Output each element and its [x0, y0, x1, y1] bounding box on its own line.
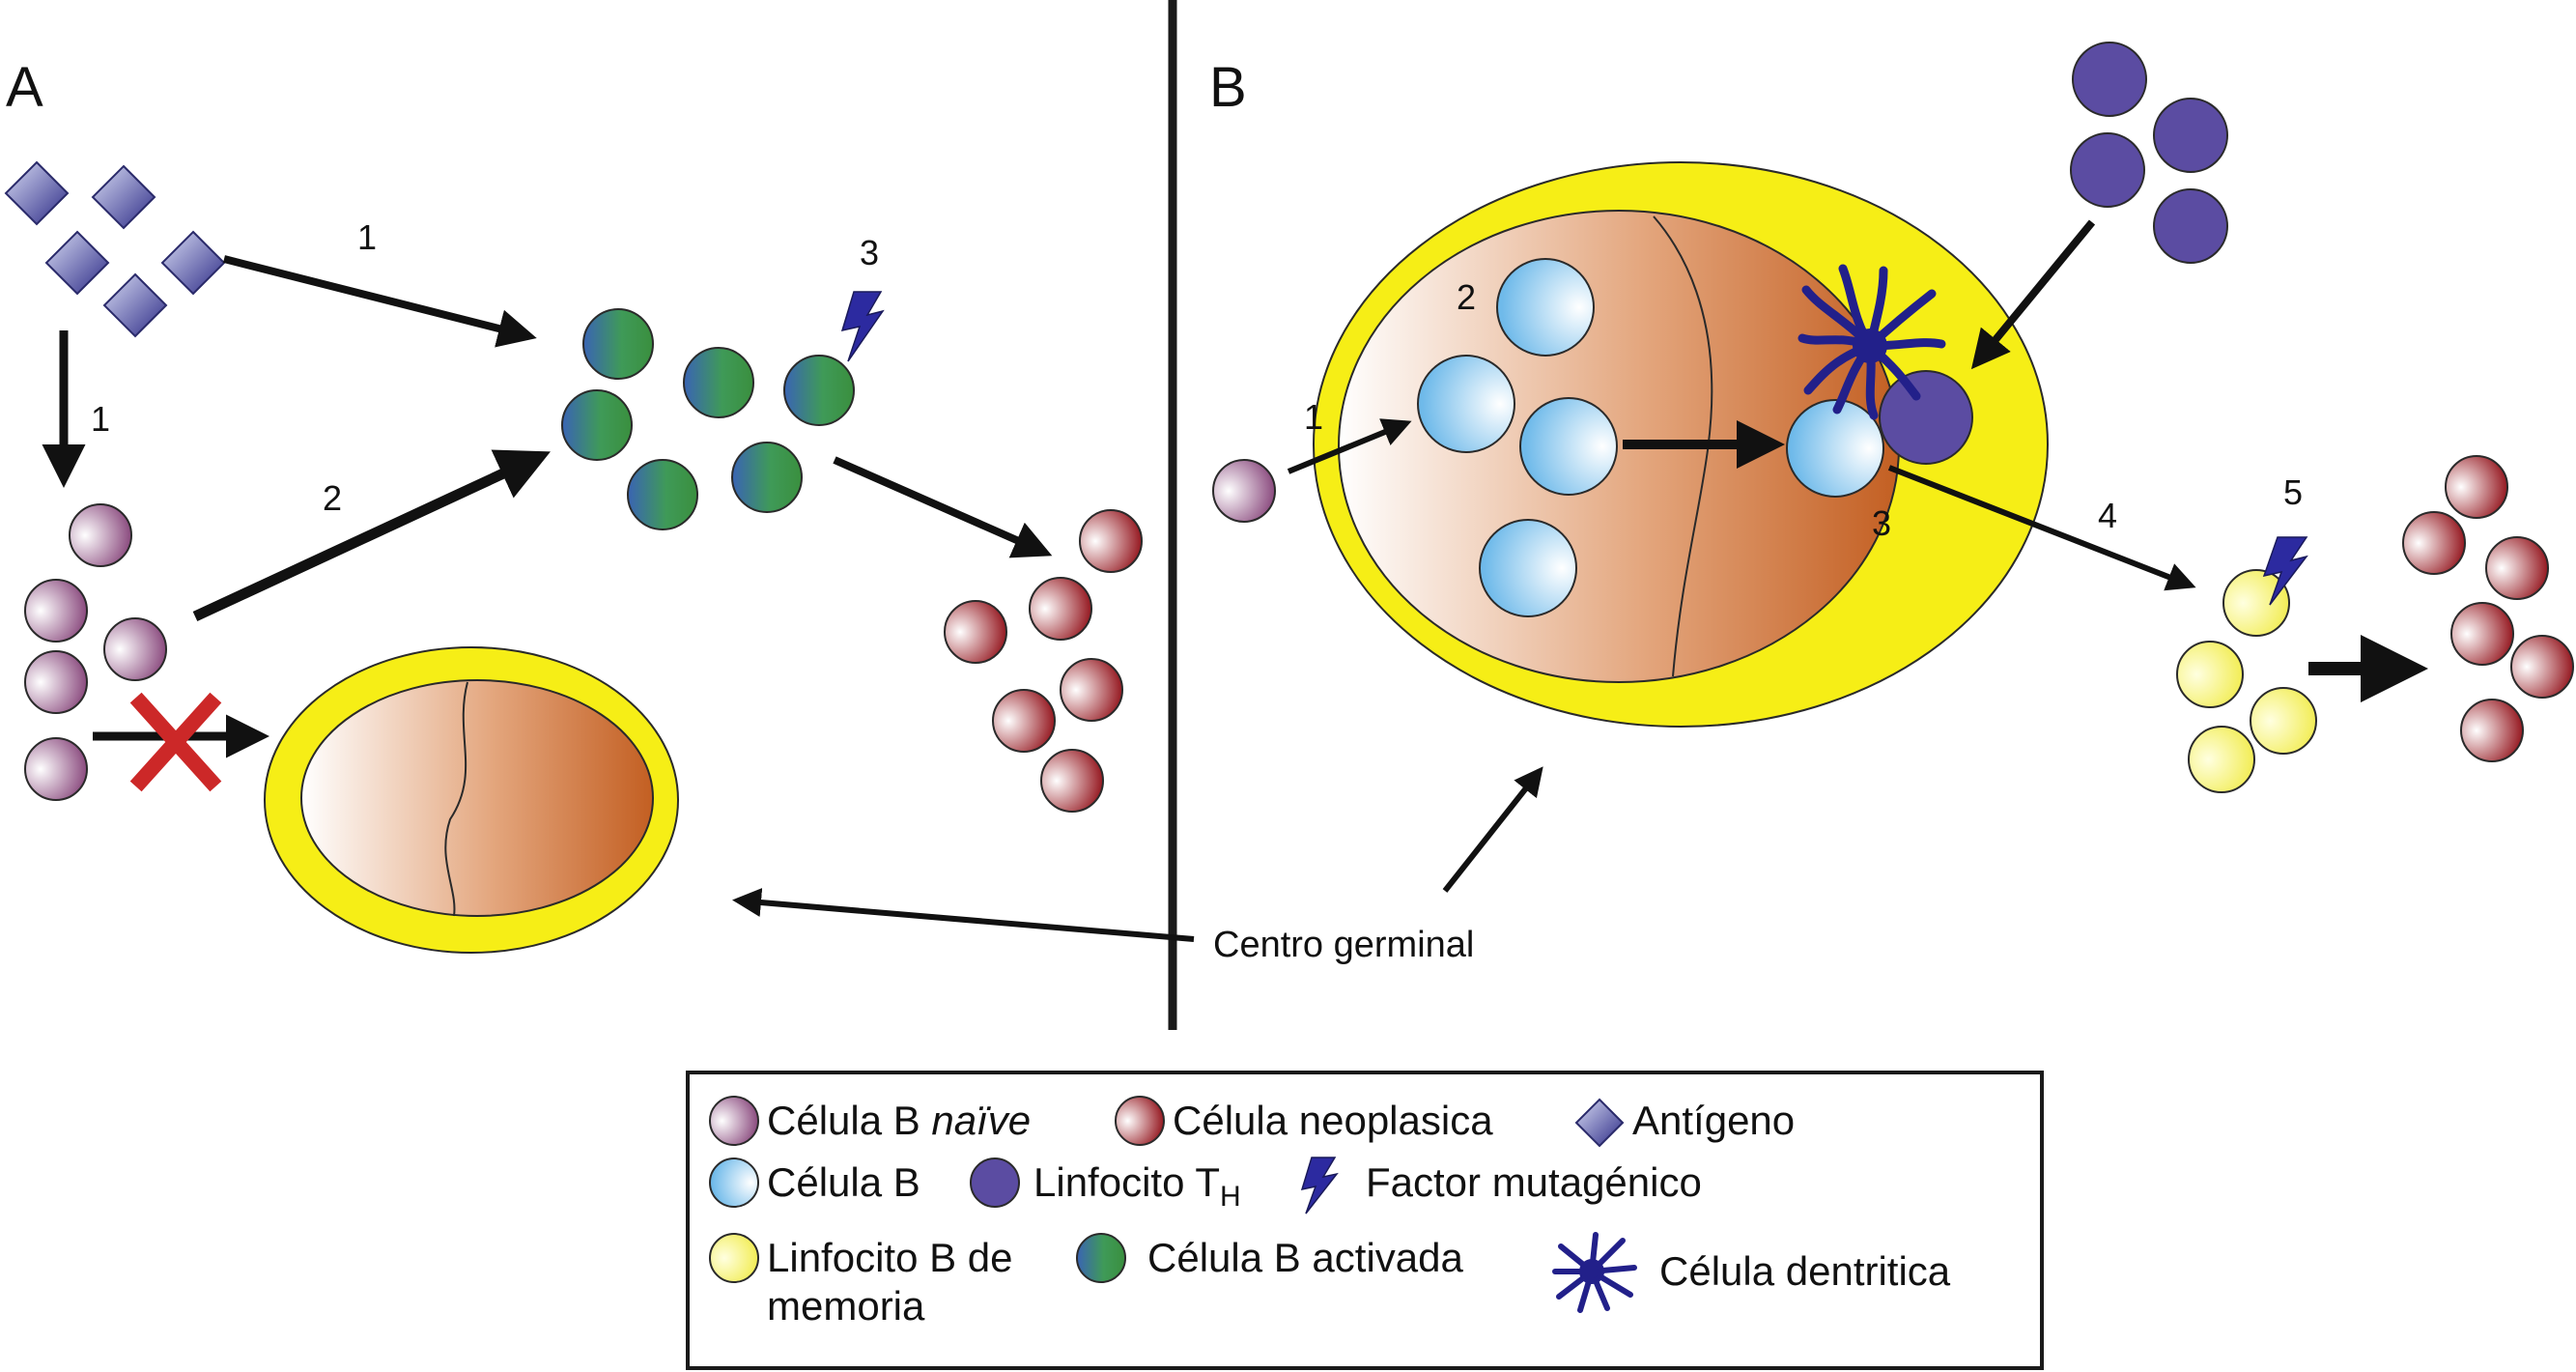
legend-box: [686, 1071, 2044, 1370]
neoplastic-cell: [2510, 635, 2574, 699]
step-label: 4: [2098, 496, 2117, 535]
panel-a-label: A: [6, 56, 43, 119]
naive-b-cell: [24, 650, 88, 714]
memory-b-cell: [2250, 687, 2317, 755]
b-cells-in-germinal-center: [1417, 258, 1884, 617]
naive-b-cell: [24, 737, 88, 801]
th-lymphocytes: [1879, 42, 2228, 465]
antigen-icon: [160, 230, 226, 296]
arrow-germinal-to-b: [1442, 766, 1543, 893]
germinal-center-a: [264, 646, 679, 954]
th-lymphocyte: [2153, 98, 2228, 173]
dendritic-cell-body: [1853, 329, 1887, 363]
arrow-a2: [192, 449, 551, 621]
legend-memory-icon: [709, 1233, 759, 1283]
naive-b-cell: [1212, 459, 1276, 523]
legend-activated-icon: [1076, 1233, 1126, 1283]
step-label: 5: [2283, 472, 2303, 512]
neoplastic-cells-a: [944, 509, 1143, 813]
arrow-b1: [1287, 418, 1412, 474]
neoplastic-cell: [1060, 658, 1123, 722]
legend-antigen-icon: [1574, 1098, 1625, 1148]
b-cell: [1496, 258, 1595, 357]
neoplastic-cell: [2460, 699, 2524, 762]
neoplastic-cell: [992, 689, 1056, 753]
activated-b-cells: [561, 308, 855, 530]
step-label: 1: [91, 399, 110, 439]
memory-b-cells: [2176, 569, 2317, 793]
legend: Célula B naïve Célula neoplasica Antígen…: [686, 1071, 2044, 1370]
b-cell: [1417, 355, 1515, 453]
step-label: 1: [357, 217, 377, 257]
legend-mutagenic-label: Factor mutagénico: [1366, 1159, 1702, 1205]
legend-mutagenic-icon: [1300, 1157, 1339, 1215]
arrow-b4: [1887, 465, 2196, 591]
legend-bcell-icon: [709, 1158, 759, 1208]
activated-b-cell: [783, 355, 855, 426]
arrow-th: [1970, 219, 2096, 370]
neoplastic-cells-b: [2402, 455, 2574, 762]
th-lymphocyte: [2070, 132, 2145, 208]
antigen-icon: [91, 164, 156, 230]
neoplastic-cell: [1029, 577, 1092, 641]
arrow-a1-top: [223, 255, 537, 348]
mutagenic-factor-icon: [840, 291, 885, 362]
antigen-icon: [102, 272, 168, 338]
panel-b-label: B: [1209, 56, 1247, 119]
neoplastic-cell: [2485, 536, 2549, 600]
mutagenic-factor-icon: [2262, 536, 2308, 606]
step-label: 2: [1457, 277, 1476, 317]
activated-b-cell: [561, 389, 633, 461]
activated-b-cell: [627, 459, 698, 530]
step-label: 1: [1304, 397, 1323, 437]
naive-b-cell: [103, 617, 167, 681]
legend-dendritic-label: Célula dentritica: [1659, 1248, 1951, 1294]
neoplastic-cell: [2445, 455, 2508, 519]
neoplastic-cell: [2450, 602, 2514, 666]
naive-b-cell: [69, 503, 132, 567]
legend-neoplastic-icon: [1115, 1096, 1165, 1146]
memory-b-cell: [2176, 641, 2244, 708]
legend-memory-label-1: Linfocito B de: [767, 1235, 1013, 1280]
neoplastic-cell: [2402, 511, 2466, 575]
step-label: 3: [860, 233, 879, 272]
antigen-icon: [44, 230, 110, 296]
arrow-a3: [833, 456, 1053, 558]
naive-b-cell: [24, 579, 88, 643]
arrow-germinal-to-a: [732, 888, 1195, 942]
b-cell: [1479, 519, 1577, 617]
b-cell: [1519, 397, 1618, 496]
th-lymphocyte: [1879, 370, 1973, 465]
naive-b-cells-a: [24, 503, 167, 801]
blocked-x-icon: [129, 692, 222, 792]
germinal-center-label: Centro germinal: [1213, 925, 1474, 965]
activated-b-cell: [731, 442, 803, 513]
legend-naive-icon: [709, 1096, 759, 1146]
memory-b-cell: [2188, 726, 2255, 793]
legend-bcell-label: Célula B: [767, 1159, 920, 1205]
activated-b-cell: [582, 308, 654, 380]
th-lymphocyte: [2072, 42, 2147, 117]
legend-neoplastic-label: Célula neoplasica: [1173, 1098, 1493, 1143]
th-lymphocyte: [2153, 188, 2228, 264]
legend-th-label: Linfocito TH: [1033, 1159, 1241, 1213]
antigen-icon: [4, 160, 70, 226]
neoplastic-cell: [1079, 509, 1143, 573]
legend-dendritic-icon: [1552, 1232, 1637, 1313]
step-label: 3: [1872, 503, 1891, 543]
b-cell: [1786, 399, 1884, 498]
antigen-cluster: [4, 160, 226, 338]
legend-naive-label: Célula B naïve: [767, 1098, 1031, 1143]
legend-memory-label-2: memoria: [767, 1283, 925, 1329]
legend-antigen-label: Antígeno: [1632, 1098, 1795, 1143]
legend-activated-label: Célula B activada: [1147, 1235, 1463, 1280]
neoplastic-cell: [1040, 749, 1104, 813]
step-label: 2: [323, 478, 342, 518]
memory-b-cell: [2222, 569, 2290, 637]
neoplastic-cell: [944, 600, 1007, 664]
activated-b-cell: [683, 347, 754, 418]
legend-th-icon: [970, 1158, 1020, 1208]
